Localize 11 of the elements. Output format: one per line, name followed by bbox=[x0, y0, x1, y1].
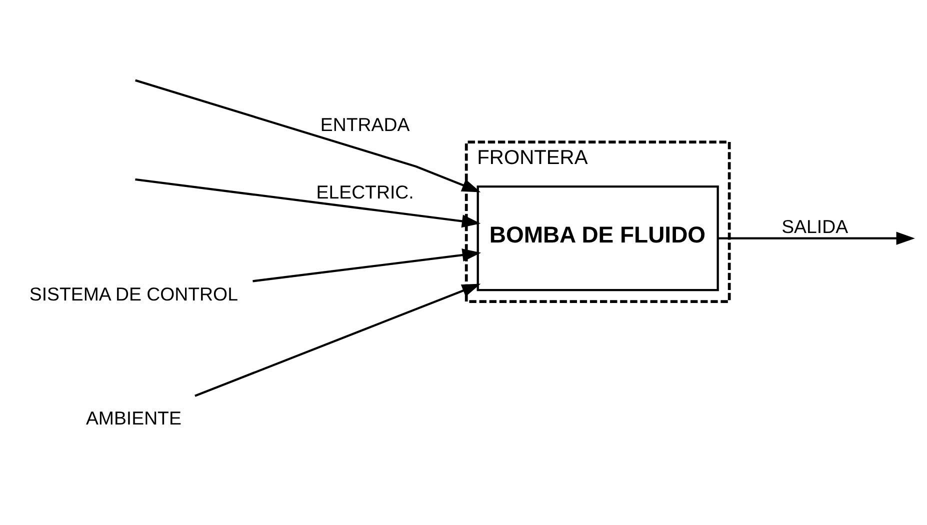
edge-label: ELECTRIC. bbox=[316, 182, 414, 203]
edge-label: SALIDA bbox=[781, 216, 848, 238]
edge-label: ENTRADA bbox=[320, 114, 410, 136]
arrow bbox=[134, 178, 480, 228]
node-box: BOMBA DE FLUIDO bbox=[476, 186, 718, 292]
node-text: SISTEMA DE CONTROL bbox=[28, 284, 238, 305]
node-text: AMBIENTE bbox=[85, 407, 181, 428]
arrow bbox=[252, 248, 481, 282]
arrow bbox=[717, 232, 914, 245]
arrow bbox=[134, 79, 480, 192]
arrow bbox=[194, 284, 480, 397]
